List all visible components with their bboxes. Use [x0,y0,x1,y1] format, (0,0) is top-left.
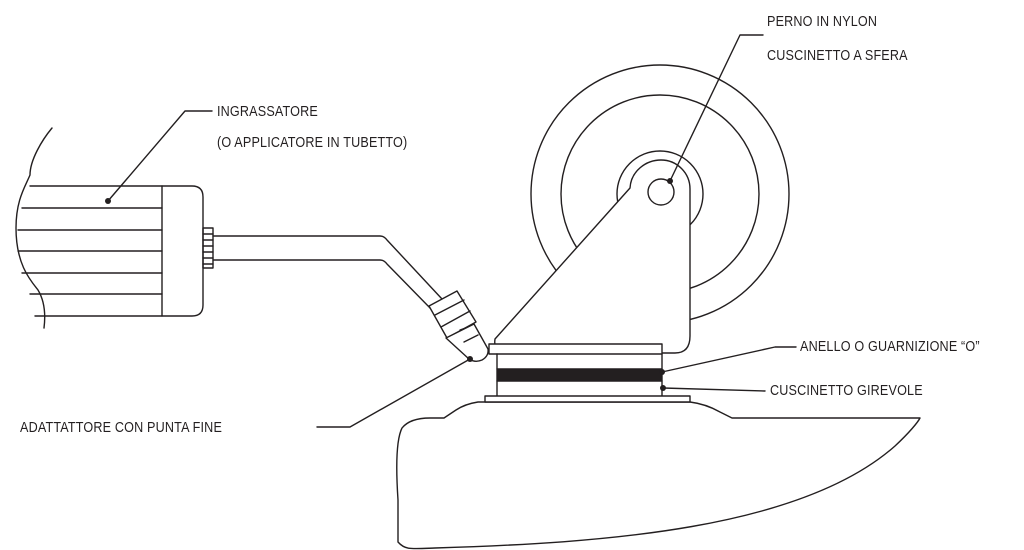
grease-gun-head [161,185,204,317]
hex-nut-facets [434,299,471,328]
swivel-bearing-washer [484,395,691,403]
grease-gun-coupler [202,227,214,269]
leader-dot-grease-gun [105,198,111,204]
coupler-threads [202,233,214,265]
leader-grease-gun [107,110,213,202]
label-nylon-pivot-line1: PERNO IN NYLON [767,13,878,30]
grease-gun-ribs [17,207,163,295]
leader-dot-fine-tip [467,356,473,362]
leader-dot-o-ring [659,369,665,375]
label-grease-gun-line1: INGRASSATORE [217,103,318,120]
label-fine-tip-adapter: ADATTATTORE CON PUNTA FINE [20,419,223,436]
swivel-top-plate [488,343,663,355]
leader-nylon-pivot [669,34,764,182]
label-grease-gun-line2: (O APPLICATORE IN TUBETTO) [217,134,408,151]
label-swivel-bearing: CUSCINETTO GIREVOLE [770,382,923,399]
label-o-ring: ANELLO O GUARNIZIONE “O” [800,338,980,355]
leader-swivel-bearing [662,387,766,392]
mounting-plate [396,401,921,550]
leader-dot-swivel-bearing [660,385,666,391]
leader-o-ring [661,346,797,373]
nozzle-pipe [212,235,443,311]
grease-gun-tube [15,127,53,329]
fine-tip-point [463,334,479,343]
swivel-raceway-lower [496,380,663,397]
axle-bolt [647,178,675,206]
leader-fine-tip [316,358,471,428]
label-nylon-pivot-line2: CUSCINETTO A SFERA [767,47,908,64]
o-ring-seal [496,368,663,382]
swivel-raceway-upper [496,353,663,370]
leader-dot-nylon-pivot [667,178,673,184]
